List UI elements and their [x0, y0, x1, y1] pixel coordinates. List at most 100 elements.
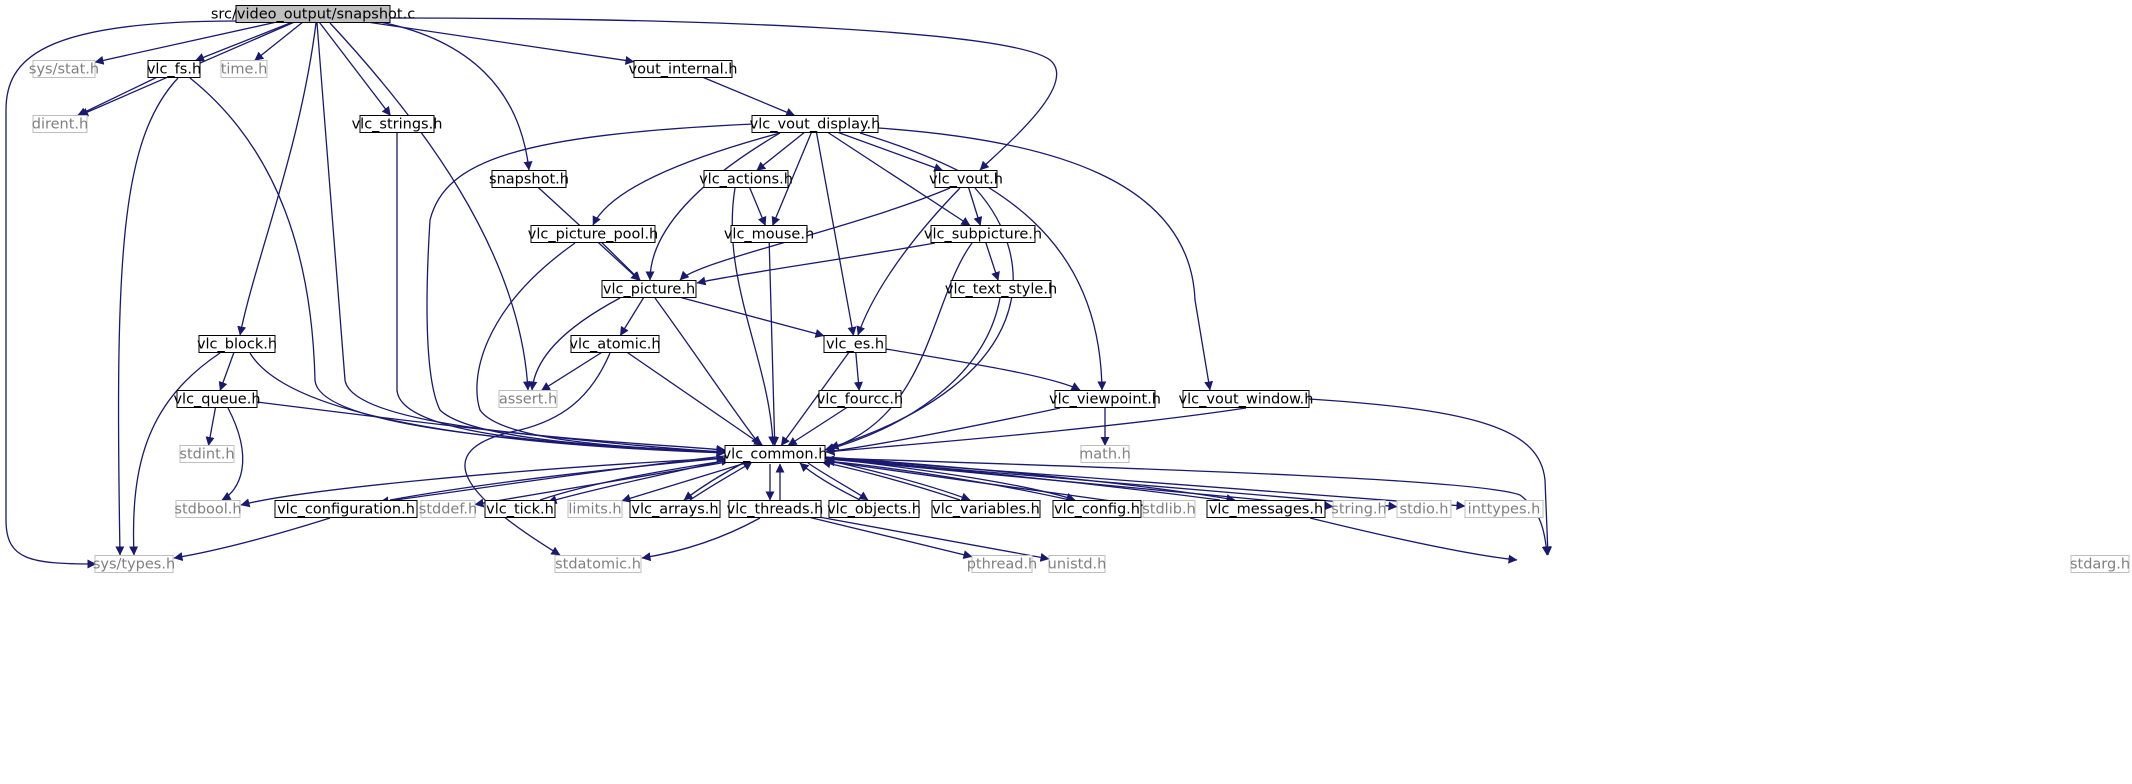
- edge-snapshot_c-to-vlc_vout: [389, 17, 1058, 171]
- node-box: [220, 60, 268, 78]
- node-vlc-strings[interactable]: vlc_strings.h: [352, 115, 443, 133]
- node-vlc-subpicture[interactable]: vlc_subpicture.h: [924, 225, 1042, 243]
- edge-vlc_subpicture-to-vlc_picture: [696, 242, 936, 286]
- node-box: [828, 500, 920, 518]
- edge-vlc_common-to-vlc_configuration: [379, 455, 726, 506]
- node-vlc-config[interactable]: vlc_config.h: [1052, 500, 1142, 518]
- node-sys-stat: sys/stat.h: [29, 60, 99, 78]
- node-vlc-queue[interactable]: vlc_queue.h: [173, 390, 261, 408]
- edge-vlc_es-to-vlc_common: [780, 352, 850, 446]
- edge-vlc_subpicture-to-vlc_common: [824, 242, 973, 452]
- node-vlc-common[interactable]: vlc_common.h: [723, 445, 828, 463]
- node-vlc-fourcc[interactable]: vlc_fourcc.h: [817, 390, 903, 408]
- node-vlc-viewpoint[interactable]: vlc_viewpoint.h: [1049, 390, 1161, 408]
- node-label: vlc_atomic.h: [569, 337, 660, 353]
- node-label: stddef.h: [419, 502, 477, 518]
- node-label: vlc_es.h: [826, 337, 884, 353]
- node-label: vlc_vout.h: [929, 172, 1003, 188]
- node-box: [176, 390, 258, 408]
- node-box: [728, 500, 822, 518]
- node-box: [2070, 555, 2130, 573]
- node-label: assert.h: [499, 392, 557, 408]
- edge-vlc_arrays-to-vlc_common: [689, 461, 753, 501]
- edge-vlc_es-to-vlc_fourcc: [853, 352, 863, 391]
- node-vlc-messages[interactable]: vlc_messages.h: [1206, 500, 1326, 518]
- node-vlc-atomic[interactable]: vlc_atomic.h: [569, 335, 661, 353]
- edge-vlc_objects-to-vlc_common: [799, 462, 861, 501]
- edge-vlc_actions-to-vlc_mouse: [748, 187, 767, 226]
- node-snapshot-c[interactable]: src/video_output/snapshot.c: [211, 5, 415, 23]
- node-label: stdint.h: [179, 447, 234, 463]
- edge-snapshot_c-to-vlc_fs: [195, 21, 292, 62]
- node-box: [1048, 555, 1106, 573]
- edge-vlc_queue-to-stdbool: [221, 407, 244, 501]
- edge-vlc_vout_display-to-vlc_subpicture: [827, 131, 971, 227]
- edge-snapshot_c-to-assert: [329, 22, 532, 391]
- edge-vlc_common-to-vlc_objects: [807, 462, 869, 501]
- edge-vlc_vout-to-vlc_es: [856, 187, 961, 336]
- edge-vlc_block-to-vlc_queue: [218, 352, 235, 391]
- node-box: [703, 170, 789, 188]
- node-box: [554, 555, 642, 573]
- node-label: src/video_output/snapshot.c: [211, 7, 415, 23]
- edge-snapshot_c-to-vout_internal: [370, 21, 635, 65]
- edge-vout_internal-to-vlc_vout_display: [703, 76, 796, 117]
- node-vlc-vout-display[interactable]: vlc_vout_display.h: [750, 115, 881, 133]
- node-snapshot-h[interactable]: snapshot.h: [489, 170, 569, 188]
- node-vlc-actions[interactable]: vlc_actions.h: [699, 170, 793, 188]
- edge-vlc_messages-to-stdarg: [1309, 517, 1518, 564]
- edge-vlc_atomic-to-vlc_common: [627, 351, 763, 447]
- node-vlc-mouse[interactable]: vlc_mouse.h: [724, 225, 814, 243]
- node-box: [179, 445, 235, 463]
- node-vlc-fs[interactable]: vlc_fs.h: [147, 60, 201, 78]
- node-vlc-objects[interactable]: vlc_objects.h: [827, 500, 921, 518]
- edge-vlc_fs-to-dirent: [77, 76, 157, 117]
- node-vout-internal[interactable]: vout_internal.h: [628, 60, 738, 78]
- edge-vlc_vout-to-vlc_subpicture: [967, 187, 983, 226]
- node-box: [567, 500, 623, 518]
- node-box: [198, 335, 276, 353]
- node-vlc-configuration[interactable]: vlc_configuration.h: [274, 500, 418, 518]
- node-stdarg: stdarg.h: [2070, 555, 2130, 573]
- edge-vlc_mouse-to-vlc_common: [768, 242, 780, 446]
- edge-vlc_es-to-vlc_viewpoint: [885, 348, 1081, 391]
- edge-vlc_queue-to-vlc_common: [256, 401, 726, 457]
- node-box: [1332, 500, 1386, 518]
- node-unistd: unistd.h: [1048, 555, 1106, 573]
- node-vlc-block[interactable]: vlc_block.h: [197, 335, 277, 353]
- node-vlc-threads[interactable]: vlc_threads.h: [727, 500, 824, 518]
- node-vlc-picture-pool[interactable]: vlc_picture_pool.h: [528, 225, 659, 243]
- node-vlc-vout-window[interactable]: vlc_vout_window.h: [1179, 390, 1314, 408]
- edge-vlc_vout_display-to-vlc_picture: [645, 132, 781, 281]
- edge-vlc_block-to-vlc_common: [249, 352, 726, 458]
- node-vlc-variables[interactable]: vlc_variables.h: [931, 500, 1041, 518]
- edge-vlc_text_style-to-vlc_common: [825, 297, 1001, 453]
- edge-snapshot_c-to-vlc_common: [316, 22, 726, 454]
- edge-vlc_vout-to-vlc_picture: [679, 187, 951, 281]
- edge-snapshot_c-to-sys_stat: [94, 21, 275, 65]
- node-label: math.h: [1079, 447, 1131, 463]
- node-vlc-picture[interactable]: vlc_picture.h: [601, 280, 697, 298]
- node-box: [629, 500, 721, 518]
- node-label: vlc_subpicture.h: [924, 227, 1042, 243]
- node-label: vlc_text_style.h: [945, 282, 1057, 298]
- node-vlc-es[interactable]: vlc_es.h: [823, 335, 887, 353]
- edge-vlc_subpicture-to-vlc_text_style: [985, 242, 1000, 281]
- node-vlc-text-style[interactable]: vlc_text_style.h: [945, 280, 1057, 298]
- node-label: sys/stat.h: [29, 62, 99, 78]
- node-label: pthread.h: [967, 557, 1038, 573]
- node-vlc-arrays[interactable]: vlc_arrays.h: [629, 500, 721, 518]
- node-vlc-vout[interactable]: vlc_vout.h: [929, 170, 1003, 188]
- node-vlc-tick[interactable]: vlc_tick.h: [484, 500, 556, 518]
- node-box: [32, 115, 88, 133]
- node-label: string.h: [1331, 502, 1386, 518]
- node-limits: limits.h: [567, 500, 623, 518]
- node-label: vlc_tick.h: [486, 502, 554, 518]
- node-label: vlc_objects.h: [827, 502, 921, 518]
- edge-snapshot_c-to-sys_types: [5, 20, 237, 569]
- node-box: [32, 60, 96, 78]
- node-label: vlc_viewpoint.h: [1049, 392, 1161, 408]
- edge-layer: [5, 17, 1553, 569]
- node-box: [175, 500, 241, 518]
